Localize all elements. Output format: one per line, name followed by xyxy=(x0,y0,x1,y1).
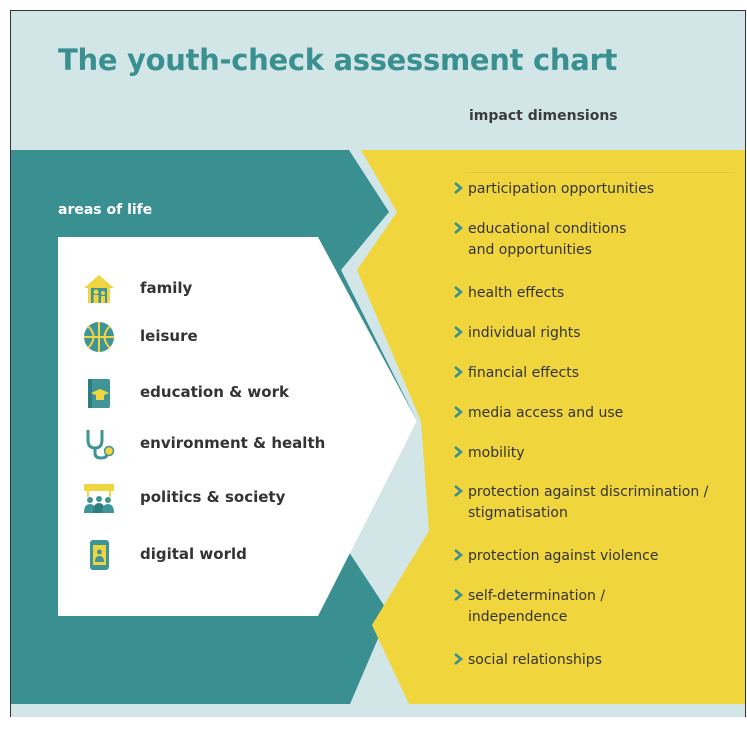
area-label-environment-health: environment & health xyxy=(140,434,326,452)
impact-dimension-line: health effects xyxy=(468,285,565,301)
impact-dimensions-heading: impact dimensions xyxy=(469,108,618,124)
book-graduation-icon xyxy=(79,373,119,413)
arrow-shapes xyxy=(11,150,745,704)
impact-dimension-line: individual rights xyxy=(468,325,581,341)
chevron-right-icon xyxy=(454,366,464,378)
impact-dimension-line: protection against discrimination / xyxy=(468,484,709,500)
impact-dimension-line: social relationships xyxy=(468,652,602,668)
impact-dimension-label: financial effects xyxy=(468,363,579,384)
area-label-education-work: education & work xyxy=(140,383,289,401)
impact-dimension-label: health effects xyxy=(468,283,564,304)
impact-dimension-label: social relationships xyxy=(468,650,602,671)
impact-dimension-label: educational conditions and opportunities xyxy=(468,219,626,261)
impact-dimension-line: protection against violence xyxy=(468,548,659,564)
impact-dimension-label: mobility xyxy=(468,443,525,464)
dimensions-divider xyxy=(469,172,731,173)
area-item-environment-health: environment & health xyxy=(79,424,325,464)
yellow-chevron-band xyxy=(357,150,745,704)
chevron-right-icon xyxy=(454,549,464,561)
area-label-digital-world: digital world xyxy=(140,545,247,563)
chevron-right-icon xyxy=(454,446,464,458)
chevron-right-icon xyxy=(454,222,464,234)
impact-dimension-label: media access and use xyxy=(468,403,623,424)
impact-dimension-label: self-determination / independence xyxy=(468,586,605,628)
white-arrow-panel xyxy=(58,237,417,616)
impact-dimension-line: educational conditions xyxy=(468,221,627,237)
chevron-right-icon xyxy=(454,406,464,418)
smartphone-icon xyxy=(79,535,119,575)
chevron-right-icon xyxy=(454,485,464,497)
area-item-politics-society: politics & society xyxy=(79,478,285,518)
chevron-right-icon xyxy=(454,182,464,194)
stethoscope-icon xyxy=(79,424,119,464)
area-label-politics-society: politics & society xyxy=(140,488,286,506)
impact-dimension-label: protection against violence xyxy=(468,546,658,567)
chevron-right-icon xyxy=(454,589,464,601)
area-label-leisure: leisure xyxy=(140,327,198,345)
area-item-leisure: leisure xyxy=(79,317,198,357)
impact-dimension-label: protection against discrimination / stigm… xyxy=(468,482,708,524)
impact-dimension-line: media access and use xyxy=(468,405,624,421)
area-item-family: family xyxy=(79,269,192,309)
area-label-family: family xyxy=(140,279,193,297)
page-title: The youth-check assessment chart xyxy=(58,43,618,77)
house-family-icon xyxy=(79,269,119,309)
impact-dimension-line: participation opportunities xyxy=(468,181,654,197)
impact-dimension-line: independence xyxy=(468,609,568,625)
impact-dimension-line: mobility xyxy=(468,445,525,461)
impact-dimension-line: and opportunities xyxy=(468,242,592,258)
impact-dimension-label: individual rights xyxy=(468,323,581,344)
basketball-icon xyxy=(79,317,119,357)
impact-dimension-label: participation opportunities xyxy=(468,179,654,200)
area-item-education: education & work xyxy=(79,373,289,413)
chevron-right-icon xyxy=(454,326,464,338)
impact-dimension-line: stigmatisation xyxy=(468,505,568,521)
areas-of-life-heading: areas of life xyxy=(58,202,153,218)
area-item-digital-world: digital world xyxy=(79,535,247,575)
chevron-right-icon xyxy=(454,286,464,298)
impact-dimension-line: self-determination / xyxy=(468,588,606,604)
impact-dimension-line: financial effects xyxy=(468,365,580,381)
diagram-frame: The youth-check assessment chart impact … xyxy=(10,10,746,717)
chevron-right-icon xyxy=(454,653,464,665)
crowd-banner-icon xyxy=(79,478,119,518)
